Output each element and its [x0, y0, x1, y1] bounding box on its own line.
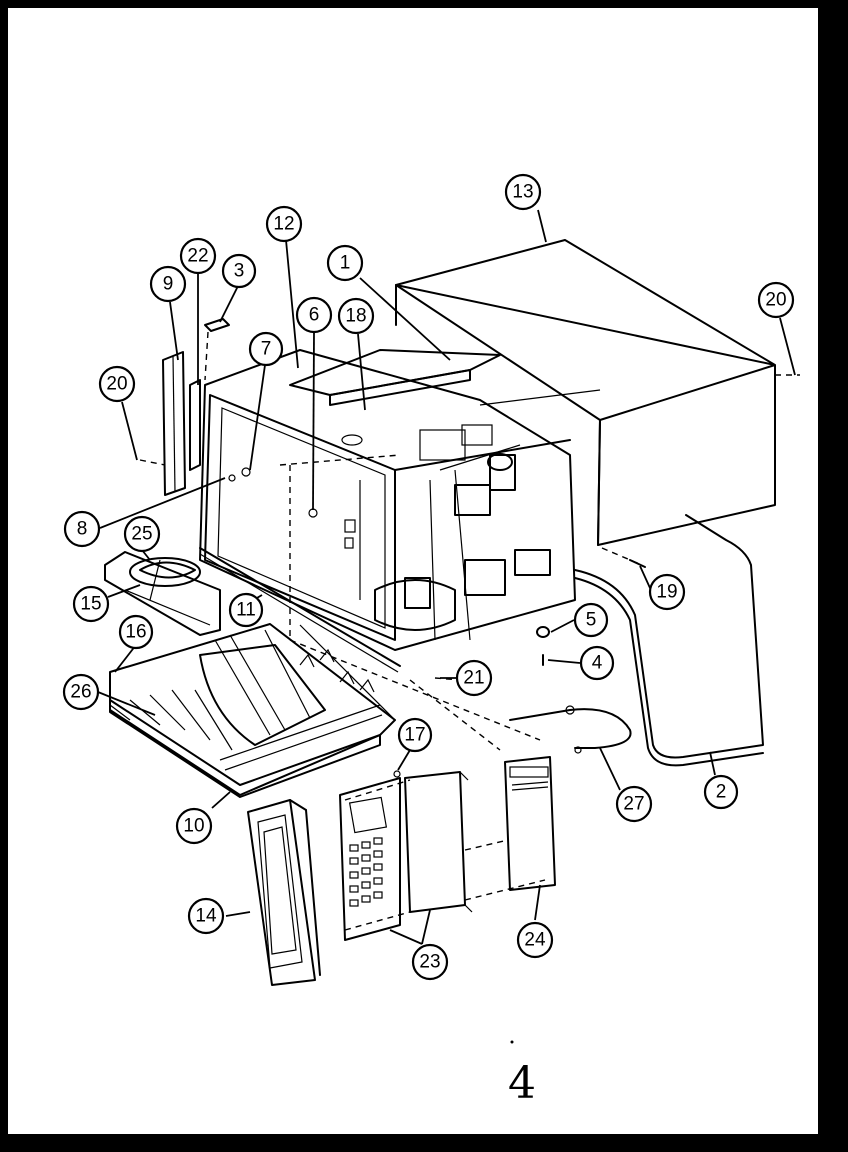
svg-text:8: 8	[77, 519, 88, 540]
callout-24: 24	[516, 921, 554, 959]
svg-text:16: 16	[125, 622, 146, 643]
callouts: 13 12 1 22 3 9 6 18 7 20 20 8 25 15 11 1…	[62, 173, 795, 981]
callout-1: 1	[326, 244, 364, 282]
outer-cabinet	[395, 239, 800, 546]
base-plate	[109, 623, 396, 798]
svg-text:9: 9	[163, 274, 174, 295]
callout-20-right: 20	[757, 281, 795, 319]
wire-harness	[509, 705, 632, 754]
callout-20-left: 20	[98, 365, 136, 403]
hinge-bar	[139, 318, 230, 496]
svg-text:7: 7	[261, 339, 272, 360]
svg-text:4: 4	[592, 653, 603, 674]
callout-23: 23	[411, 943, 449, 981]
svg-text:23: 23	[419, 952, 440, 973]
callout-9: 9	[149, 265, 187, 303]
svg-text:10: 10	[183, 816, 204, 837]
callout-18: 18	[337, 297, 375, 335]
svg-text:12: 12	[273, 214, 294, 235]
svg-text:15: 15	[80, 594, 101, 615]
control-panel	[339, 771, 546, 941]
svg-text:3: 3	[234, 261, 245, 282]
svg-text:26: 26	[70, 682, 91, 703]
callout-15: 15	[72, 585, 110, 623]
svg-text:24: 24	[524, 930, 546, 951]
svg-text:19: 19	[656, 582, 677, 603]
callout-5: 5	[573, 602, 609, 638]
svg-text:17: 17	[404, 725, 425, 746]
door-panel	[247, 799, 321, 986]
callout-7: 7	[248, 331, 284, 367]
callout-2: 2	[703, 774, 739, 810]
hardware	[393, 547, 646, 778]
callout-6: 6	[295, 296, 333, 334]
svg-text:20: 20	[765, 290, 786, 311]
svg-text:27: 27	[623, 794, 644, 815]
svg-text:20: 20	[106, 374, 127, 395]
svg-text:6: 6	[309, 305, 320, 326]
svg-text:14: 14	[195, 906, 217, 927]
callout-14: 14	[187, 897, 225, 935]
svg-text:22: 22	[187, 246, 208, 267]
callout-16: 16	[118, 614, 154, 650]
svg-text:5: 5	[586, 610, 597, 631]
control-cover	[504, 756, 556, 891]
callout-8: 8	[63, 510, 101, 548]
callout-10: 10	[175, 807, 213, 845]
callout-25: 25	[123, 515, 161, 553]
callout-22: 22	[179, 237, 217, 275]
callout-27: 27	[615, 785, 653, 823]
svg-text:21: 21	[463, 668, 484, 689]
trim-rod	[199, 547, 401, 673]
oven-chassis	[199, 349, 576, 741]
callout-12: 12	[265, 205, 303, 243]
page-number: 4	[508, 1058, 536, 1109]
svg-text:18: 18	[345, 306, 366, 327]
svg-text:1: 1	[340, 253, 351, 274]
callout-26: 26	[62, 673, 100, 711]
fan-assembly	[104, 551, 221, 636]
svg-text:11: 11	[236, 600, 256, 621]
callout-19: 19	[648, 573, 686, 611]
callout-3: 3	[221, 253, 257, 289]
svg-text:25: 25	[131, 524, 152, 545]
svg-text:13: 13	[512, 182, 533, 203]
callout-21: 21	[455, 659, 493, 697]
callout-13: 13	[504, 173, 542, 211]
callout-11: 11	[228, 592, 264, 628]
svg-text:2: 2	[716, 782, 727, 803]
callout-4: 4	[579, 645, 615, 681]
power-cord	[574, 514, 764, 767]
callout-17: 17	[397, 717, 433, 753]
